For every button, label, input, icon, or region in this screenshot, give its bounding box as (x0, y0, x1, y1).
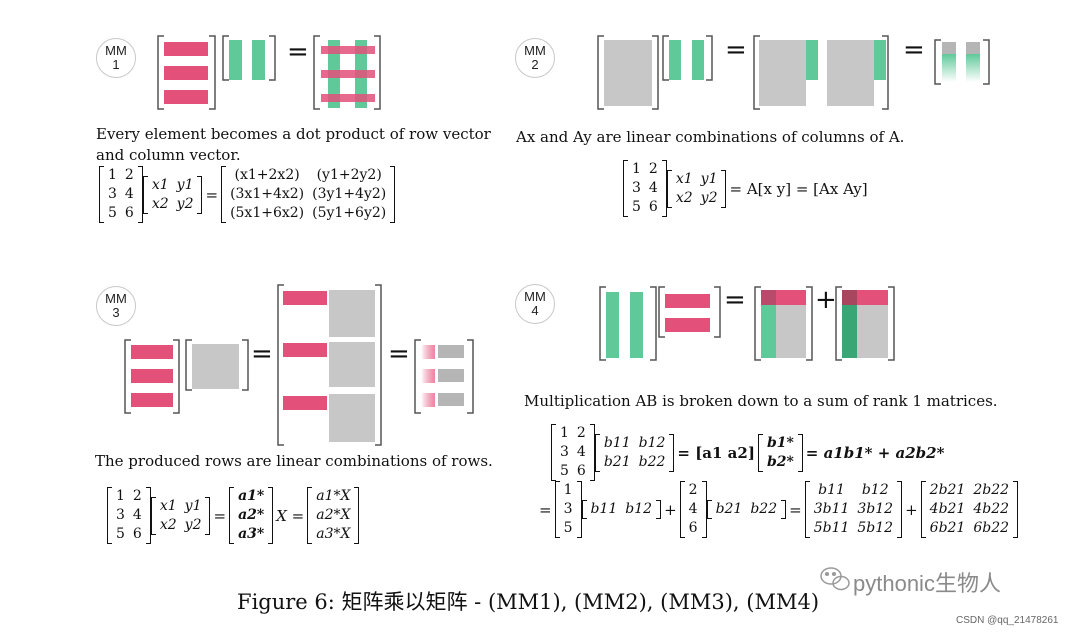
watermark-text: pythonic生物人 (853, 571, 1001, 596)
mm2-shapes (604, 40, 980, 106)
mm3-shapes (131, 290, 464, 442)
mm2-caption: Ax and Ay are linear combinations of col… (516, 128, 905, 146)
mm4-shapes (606, 290, 888, 358)
mm1-caption: Every element becomes a dot product of r… (96, 125, 491, 164)
mm3-caption: The produced rows are linear combination… (95, 452, 493, 470)
mm3-equals-1: = (251, 339, 273, 369)
matrix-result: (x1+2x2)(y1+2y2) (3x1+4x2)(3y1+4y2) (5x1… (221, 166, 396, 223)
equals-signs: = = = = = = + (251, 35, 925, 369)
mm4-equals: = (724, 285, 746, 315)
mm2-equals-1: = (725, 35, 747, 65)
mm4-caption: Multiplication AB is broken down to a su… (524, 392, 998, 410)
mm2-equals-2: = (903, 35, 925, 65)
wechat-icon (820, 567, 850, 591)
mm1-shapes (164, 40, 375, 108)
csdn-credit: CSDN @qq_21478261 (956, 615, 1059, 626)
mm4-plus: + (815, 285, 837, 315)
mm1-equals: = (287, 37, 309, 67)
figure-caption: Figure 6: 矩阵乘以矩阵 - (MM1), (MM2), (MM3), … (237, 590, 820, 614)
mm3-equals-2: = (388, 339, 410, 369)
